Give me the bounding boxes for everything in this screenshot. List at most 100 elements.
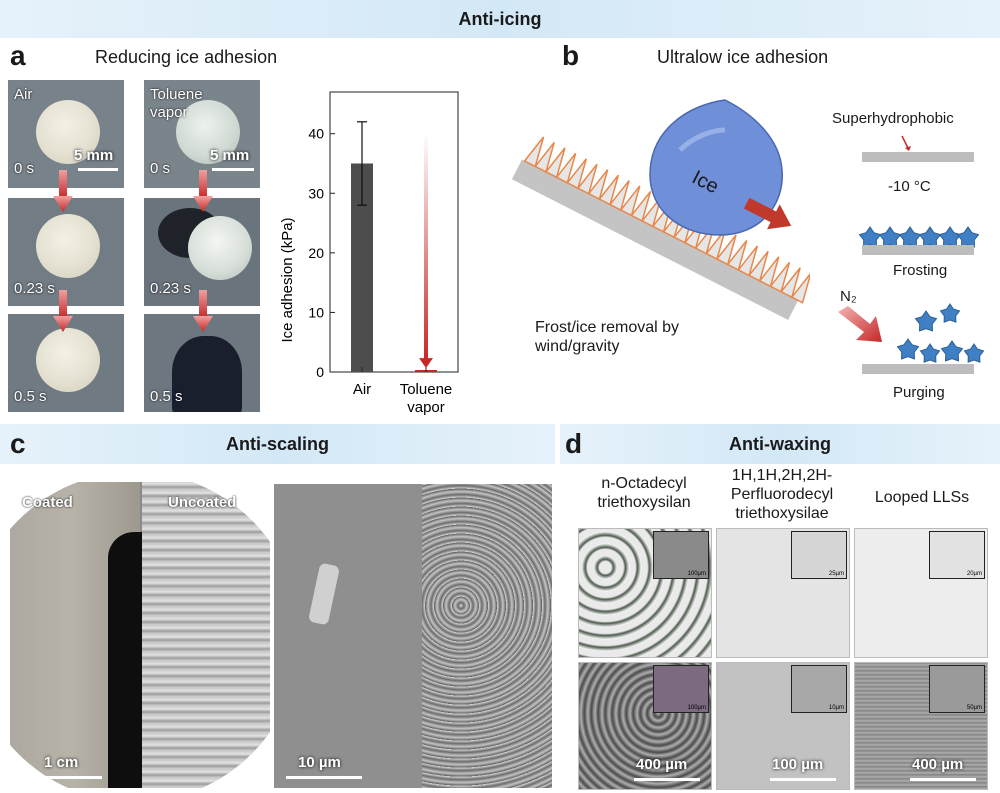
anti-icing-banner: Anti-icing [0, 0, 1000, 38]
frost-crystal [940, 340, 964, 362]
frost-crystal [898, 226, 922, 248]
surface-plate-1 [862, 152, 974, 162]
column-header-2-text: 1H,1H,2H,2H- Perfluorodecyl triethoxysil… [730, 467, 834, 522]
n2-arrow [838, 306, 882, 342]
substrate [511, 159, 799, 320]
scale-text-d2: 100 µm [772, 756, 824, 773]
removal-arrow [743, 197, 792, 230]
bar-0 [351, 163, 373, 372]
scale-bar-d2 [770, 778, 836, 781]
superhydrophobic-label: Superhydrophobic [832, 110, 954, 127]
inset-scale-4: 100µm [687, 705, 706, 711]
ultralow-ice-schematic: Ice [511, 99, 810, 320]
scale-bar-10um [286, 776, 362, 779]
time-05s-air: 0.5 s [14, 388, 47, 405]
column-header-1-text: n-Octadecyl triethoxysilan [597, 475, 691, 511]
coated-label: Coated [22, 494, 73, 511]
frost-crystal [956, 226, 980, 248]
y-tick-label: 10 [308, 304, 324, 320]
coated-uncoated-photo [10, 482, 270, 788]
photo-air-05s [8, 314, 124, 412]
scale-text-air: 5 mm [74, 147, 114, 164]
spike [641, 196, 662, 228]
scale-text-toluene: 5 mm [210, 147, 250, 164]
y-tick-label: 30 [308, 185, 324, 201]
inset-scale-5: 10µm [828, 705, 844, 711]
frost-crystals-2 [896, 303, 985, 363]
column-header-1: n-Octadecyl triethoxysilan [574, 474, 714, 512]
frost-crystal [919, 343, 941, 363]
x-tick-label: vapor [407, 399, 445, 416]
micrograph-octadecyl-top: 100µm [578, 528, 712, 658]
spike [705, 229, 727, 261]
spike [555, 152, 577, 184]
photo-air-023s [8, 198, 124, 306]
spike [587, 169, 609, 201]
removal-caption: Frost/ice removal by wind/gravity [535, 318, 679, 356]
spike [608, 180, 630, 212]
n2-label: N₂ [840, 288, 857, 305]
inset-scale-6: 50µm [966, 705, 982, 711]
frost-crystal [963, 343, 985, 363]
arrow-toluene-1 [193, 170, 213, 212]
frost-crystal [938, 226, 962, 248]
scale-bar-d3 [910, 778, 976, 781]
y-axis-title: Ice adhesion (kPa) [279, 217, 296, 342]
anti-waxing-banner: Anti-waxing [560, 424, 1000, 464]
arrow-air-2 [53, 290, 73, 332]
uncoated-label: Uncoated [168, 494, 237, 511]
frost-crystal [939, 303, 961, 323]
micrograph-perfluoro-bottom: 10µm [716, 662, 850, 790]
spike [598, 174, 620, 206]
plot-frame [329, 91, 459, 373]
spike [758, 256, 780, 288]
scale-text-d3: 400 µm [912, 756, 964, 773]
surface-plate-2 [862, 245, 974, 255]
column-header-2: 1H,1H,2H,2H- Perfluorodecyl triethoxysil… [712, 466, 852, 523]
column-header-3-text: Looped LLSs [874, 489, 970, 506]
spike [769, 261, 791, 293]
scale-bar-air [78, 168, 118, 171]
arrow-air-1 [53, 170, 73, 212]
spike [576, 163, 598, 195]
time-023s-air: 0.23 s [14, 280, 55, 297]
spike [726, 240, 748, 272]
scale-bar-1cm [30, 776, 102, 779]
micrograph-llss-top: 20µm [854, 528, 988, 658]
frosting-label: Frosting [893, 262, 948, 279]
spike [790, 272, 810, 304]
spike [544, 147, 566, 179]
spike [737, 245, 759, 277]
micrograph-llss-bottom: 50µm [854, 662, 988, 790]
spike [619, 185, 641, 217]
surface-arrow [901, 135, 911, 151]
scale-text-d1: 400 µm [636, 756, 688, 773]
y-tick-label: 20 [308, 245, 324, 261]
frost-crystal [918, 226, 942, 248]
spike [780, 267, 801, 299]
arrow-toluene-2 [193, 290, 213, 332]
time-0s-air: 0 s [14, 160, 35, 177]
x-tick-label: Air [353, 381, 371, 398]
spike [566, 158, 588, 190]
anti-icing-title: Anti-icing [458, 9, 542, 29]
drop-arrow-shaft [424, 133, 428, 361]
column-header-3: Looped LLSs [852, 488, 992, 507]
scale-text-10um: 10 µm [298, 754, 341, 771]
y-tick-label: 40 [308, 126, 324, 142]
scale-text-1cm: 1 cm [44, 754, 79, 771]
panel-d-label: d [565, 428, 583, 459]
x-tick-label: Toluene [400, 381, 453, 398]
micrograph-octadecyl-bottom: 100µm [578, 662, 712, 790]
frost-crystal [878, 226, 902, 248]
time-0s-toluene: 0 s [150, 160, 171, 177]
purging-label: Purging [893, 384, 945, 401]
panel-b-title: Ultralow ice adhesion [657, 47, 829, 67]
panel-b-label: b [562, 40, 580, 71]
anti-waxing-title: Anti-waxing [729, 434, 831, 454]
photo-toluene-023s [144, 198, 260, 306]
drop-arrow-head [419, 358, 433, 368]
removal-caption-text: Frost/ice removal by wind/gravity [535, 319, 680, 355]
scale-bar-toluene [212, 168, 254, 171]
